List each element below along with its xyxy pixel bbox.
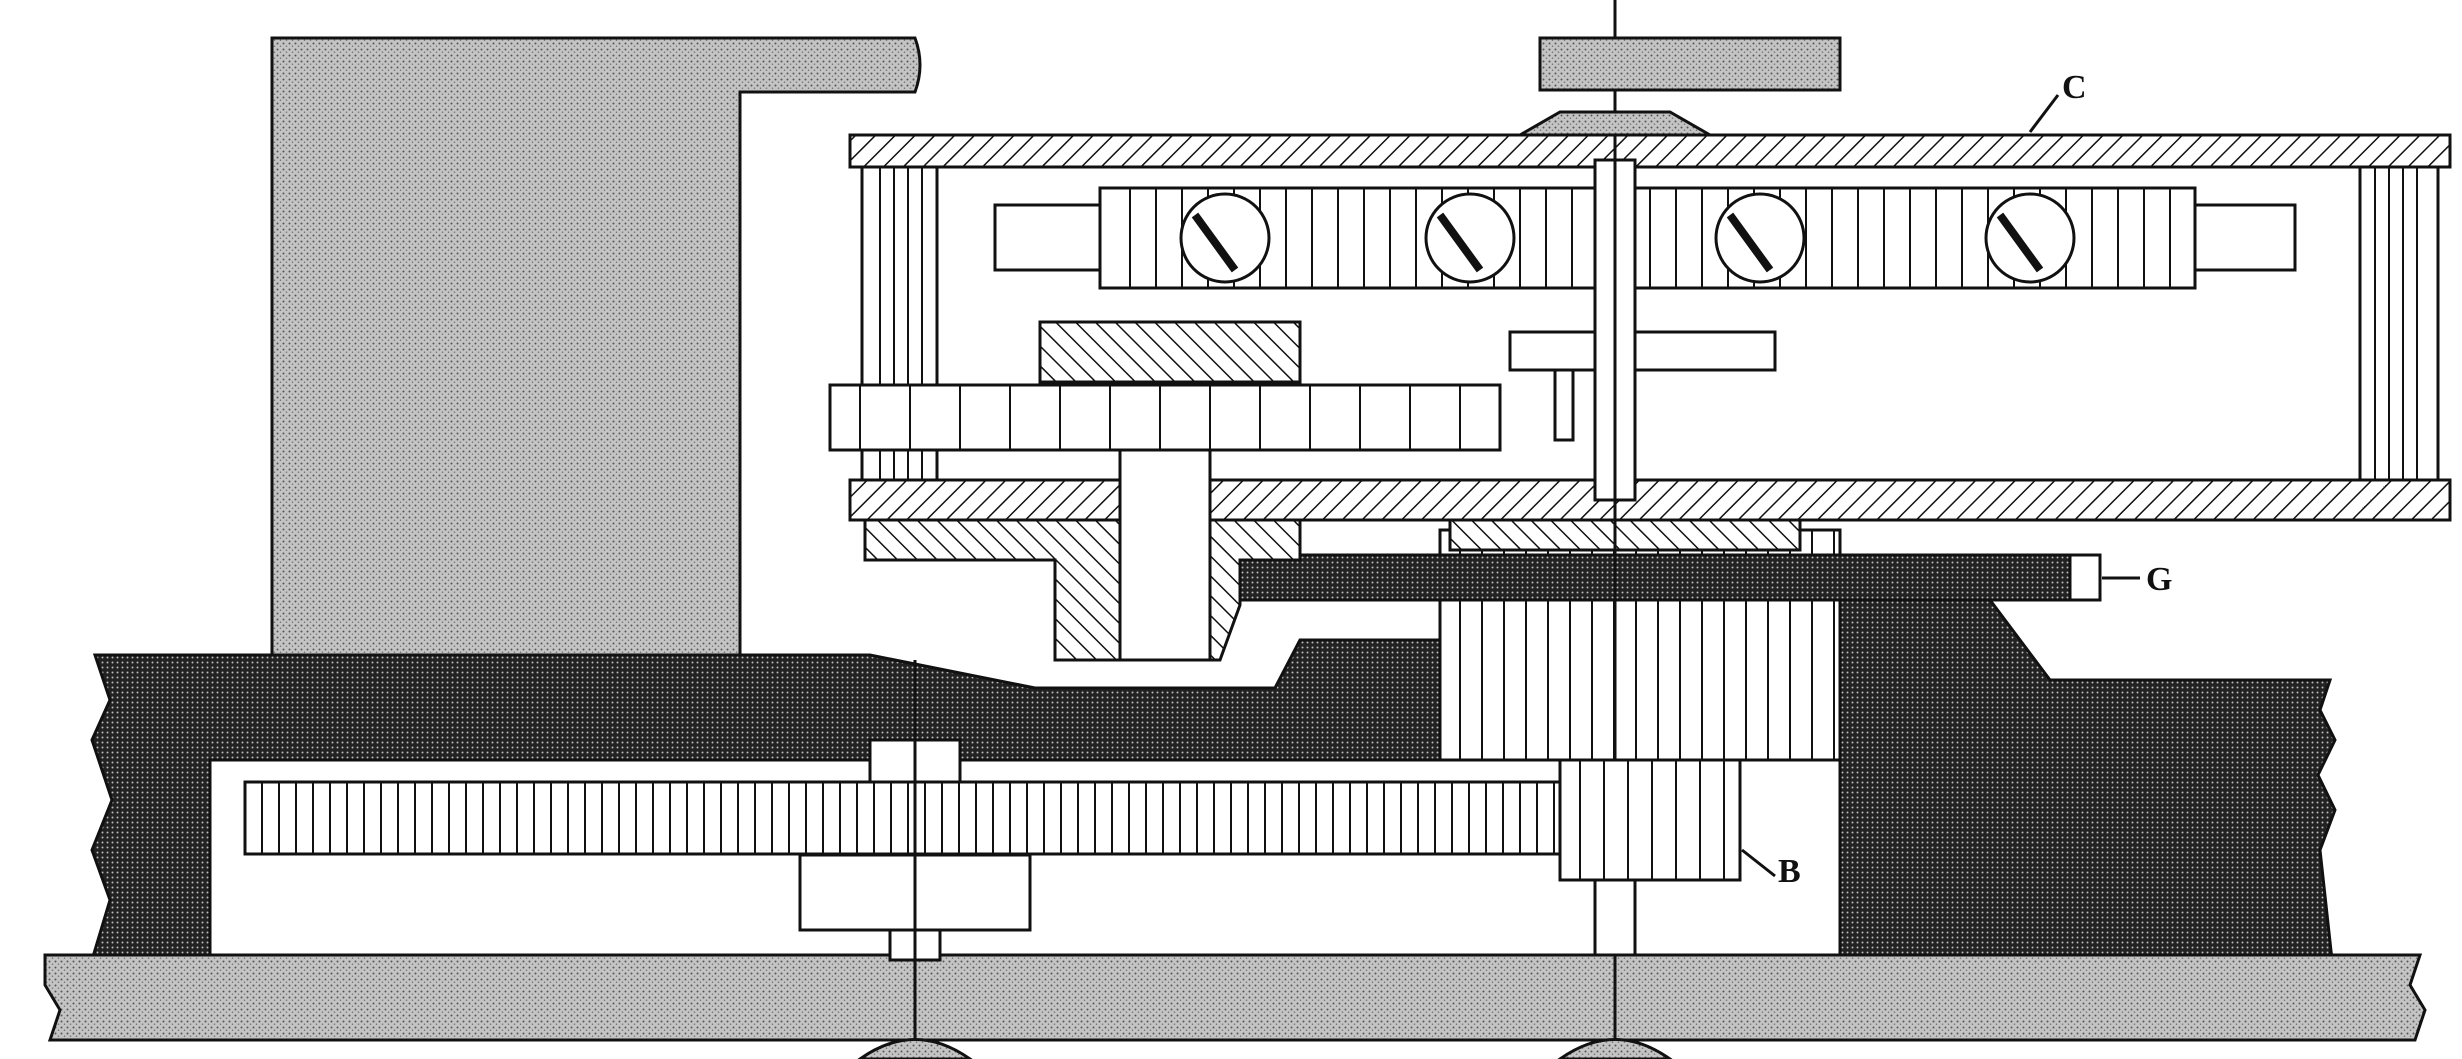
third-wheel	[243, 780, 1582, 856]
escape-wheel	[828, 383, 1502, 452]
roller-table	[1508, 330, 1777, 372]
upper-plate-stub	[1538, 36, 1842, 92]
lower-jewel-left	[857, 1038, 973, 1059]
top-jewel	[1514, 110, 1716, 137]
screw-slot	[1996, 212, 2044, 273]
frame-pillar-right	[2358, 165, 2440, 482]
balance-screw-icon	[1714, 192, 1806, 284]
center-bridge	[1448, 518, 1802, 552]
balance-cock	[863, 518, 1302, 662]
escape-pinion	[1038, 320, 1302, 384]
label-b: B	[1778, 853, 1801, 890]
screw-slot	[1191, 212, 1239, 273]
label-c: C	[2062, 69, 2087, 106]
balance-screw-icon	[1424, 192, 1516, 284]
lower-jewel-center	[1557, 1038, 1673, 1059]
roller-pin	[1553, 368, 1575, 442]
balance-arm-right	[2188, 203, 2297, 272]
leader-b	[1741, 848, 1776, 878]
screw-slot	[1726, 212, 1774, 273]
part-g-end	[2068, 553, 2102, 602]
label-g: G	[2146, 561, 2172, 598]
balance-screw-icon	[1984, 192, 2076, 284]
pillar-plate	[43, 953, 2427, 1042]
leader-c	[2028, 94, 2060, 133]
frame-top-bar	[848, 133, 2452, 169]
balance-arm-left	[993, 203, 1107, 272]
pinion-b	[1558, 758, 1742, 882]
screw-slot	[1436, 212, 1484, 273]
lower-bridge	[89, 598, 2337, 962]
part-g-bar	[1198, 553, 2072, 602]
balance-screw-icon	[1179, 192, 1271, 284]
upper-plate	[270, 36, 922, 657]
escape-arbor	[1118, 448, 1212, 662]
frame-bottom-bar	[848, 478, 2452, 522]
pinion-b-arbor	[1593, 878, 1637, 957]
